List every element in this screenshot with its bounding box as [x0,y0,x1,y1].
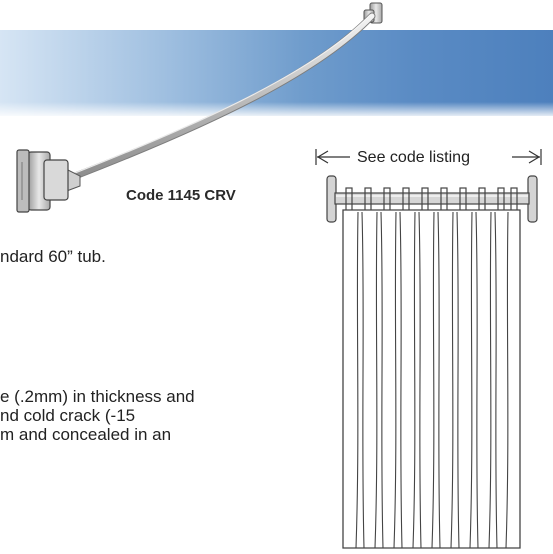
dimension-label: See code listing [357,149,470,166]
bottom-flange [16,149,81,213]
tub-text-fragment: ndard 60” tub. [0,247,106,266]
shower-curtain [342,209,521,549]
spec-line-3: m and concealed in an [0,425,172,444]
spec-line-2: nd cold crack (-15 [0,406,136,425]
curved-rod [66,12,376,182]
spec-paragraph: e (.2mm) in thickness and nd cold crack … [0,387,195,444]
spec-line-1: e (.2mm) in thickness and [0,387,195,406]
product-code-label: Code 1145 CRV [126,187,236,204]
header-band [0,30,553,116]
arrow-right-icon [528,150,540,164]
arrow-left-icon [317,150,329,164]
straight-rod-diagram [315,149,542,549]
